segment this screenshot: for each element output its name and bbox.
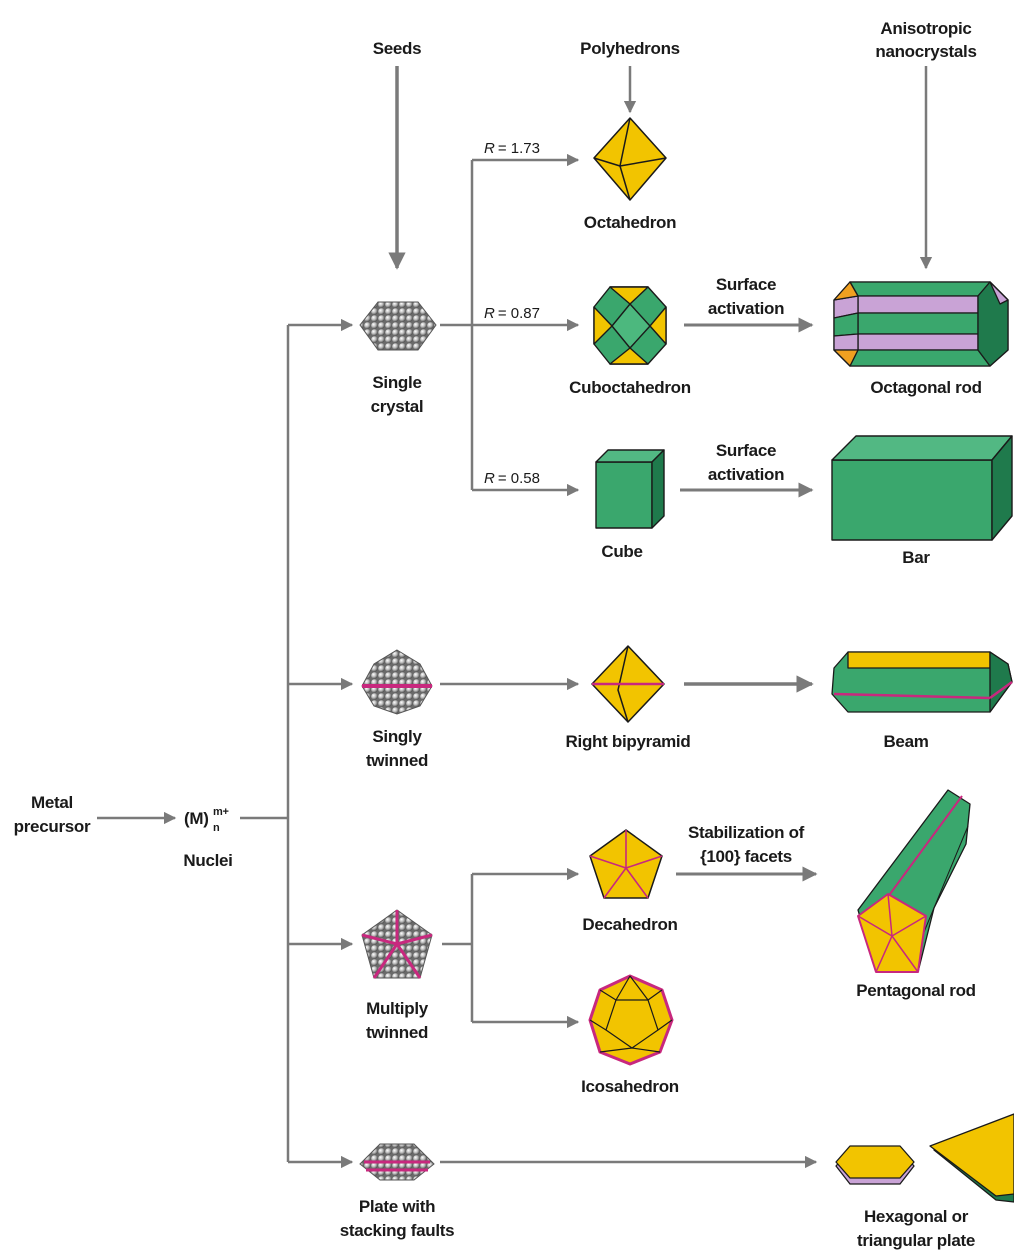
- pentagonal-rod-label: Pentagonal rod: [856, 981, 976, 1000]
- hexagonal-plate-shape: [836, 1146, 914, 1184]
- right-bipyramid-shape: [592, 646, 664, 722]
- bar-label: Bar: [902, 548, 930, 567]
- right-bipyramid-label: Right bipyramid: [566, 732, 691, 751]
- octagonal-rod-shape: [834, 282, 1008, 366]
- singly-twinned-seed: [362, 650, 432, 714]
- stabilization-label-line2: {100} facets: [700, 847, 792, 866]
- single-crystal-seed: [360, 302, 436, 350]
- bar-shape: [832, 436, 1012, 540]
- cuboctahedron-shape: [594, 287, 666, 364]
- plate-seed-label-line1: Plate with: [359, 1197, 435, 1216]
- multiply-twinned-seed: [362, 910, 432, 978]
- ratio-cube: R= 0.58: [484, 470, 540, 487]
- plate-seed-label-line2: stacking faults: [340, 1221, 455, 1240]
- species-superscript: m+: [213, 806, 229, 818]
- cube-label: Cube: [601, 542, 642, 561]
- singly-twinned-label-line1: Singly: [372, 727, 422, 746]
- icosahedron-label: Icosahedron: [581, 1077, 679, 1096]
- cube-shape: [596, 450, 664, 528]
- polyhedrons-header: Polyhedrons: [580, 39, 680, 58]
- surface-activation-2-line2: activation: [708, 465, 784, 484]
- pentagonal-rod-shape: [858, 790, 970, 972]
- anisotropic-header-line1: Anisotropic: [880, 19, 971, 38]
- metal-precursor-line2: precursor: [14, 817, 91, 836]
- icosahedron-shape: [590, 976, 672, 1064]
- ratio-cuboctahedron: R= 0.87: [484, 305, 540, 322]
- cuboctahedron-label: Cuboctahedron: [569, 378, 691, 397]
- stabilization-label-line1: Stabilization of: [688, 823, 805, 842]
- multiply-twinned-label-line1: Multiply: [366, 999, 429, 1018]
- species-base: (M): [184, 809, 209, 828]
- surface-activation-1-line2: activation: [708, 299, 784, 318]
- decahedron-shape: [590, 830, 662, 898]
- single-crystal-label-line2: crystal: [371, 397, 424, 416]
- metal-precursor-line1: Metal: [31, 793, 73, 812]
- octahedron-shape: [594, 118, 666, 200]
- octagonal-rod-label: Octagonal rod: [870, 378, 981, 397]
- plates-label-line1: Hexagonal or: [864, 1207, 969, 1226]
- species-subscript: n: [213, 822, 220, 834]
- plates-label-line2: triangular plate: [857, 1231, 975, 1250]
- plate-seed: [360, 1144, 434, 1180]
- nuclei-label: Nuclei: [183, 851, 232, 870]
- singly-twinned-label-line2: twinned: [366, 751, 428, 770]
- surface-activation-1-line1: Surface: [716, 275, 776, 294]
- beam-shape: [832, 652, 1012, 712]
- decahedron-label: Decahedron: [582, 915, 677, 934]
- ratio-octahedron: R= 1.73: [484, 140, 540, 157]
- beam-label: Beam: [883, 732, 928, 751]
- anisotropic-header-line2: nanocrystals: [875, 42, 976, 61]
- multiply-twinned-label-line2: twinned: [366, 1023, 428, 1042]
- surface-activation-2-line1: Surface: [716, 441, 776, 460]
- metal-species-label: (M) m+ n: [184, 806, 229, 834]
- triangular-plate-shape: [930, 1114, 1014, 1202]
- single-crystal-label-line1: Single: [372, 373, 421, 392]
- seeds-header: Seeds: [373, 39, 422, 58]
- octahedron-label: Octahedron: [584, 213, 676, 232]
